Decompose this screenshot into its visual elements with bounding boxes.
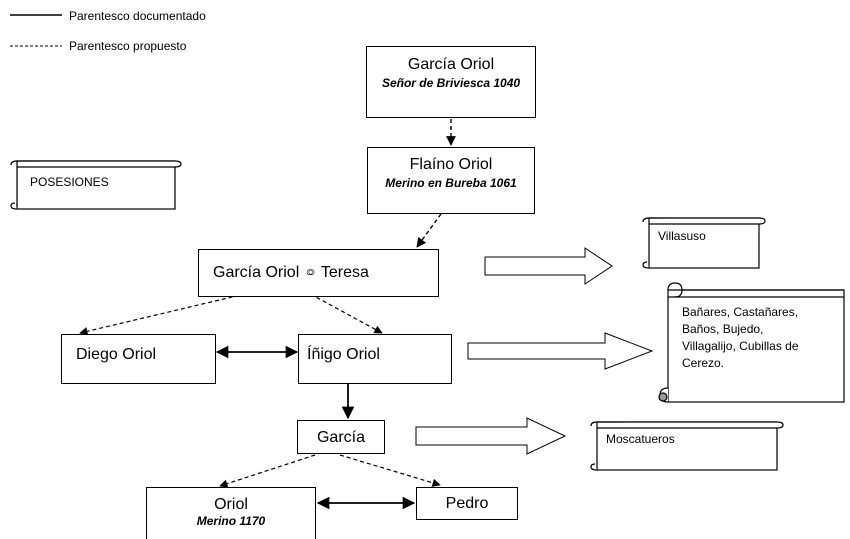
person-name: García Oriol — [407, 56, 495, 73]
legend-documented-label: Parentesco documentado — [69, 9, 206, 23]
possession-line: Baños, Bujedo, — [682, 322, 764, 336]
possession-line: Cerezo. — [682, 356, 725, 370]
person-title: Merino en Bureba 1061 — [385, 176, 517, 190]
spouse-name: Teresa — [320, 264, 369, 281]
person-box-oriol-merino: Oriol Merino 1170 — [146, 487, 316, 539]
legend-proposed-label: Parentesco propuesto — [69, 39, 187, 53]
possession-arrow-villasuso — [484, 247, 613, 285]
villasuso-scroll — [642, 217, 766, 269]
person-box-garcia: García — [297, 420, 385, 454]
possession-line: Villagalijo, Cubillas de — [682, 339, 799, 353]
person-name: Diego Oriol — [76, 346, 157, 363]
kinship-line-garcia-pedro — [339, 454, 441, 487]
possession-villasuso: Villasuso — [658, 229, 706, 243]
marriage-rings-icon: ○○ — [305, 264, 315, 279]
moscatueros-scroll — [590, 421, 784, 471]
possession-list-inigo: Bañares, Castañares, Baños, Bujedo, Vill… — [682, 304, 799, 372]
inigo-lands-scroll — [658, 282, 845, 403]
kinship-line-flaino-garcia2 — [416, 213, 442, 248]
person-name: García Oriol — [213, 264, 300, 281]
person-box-flaino-oriol: Flaíno Oriol Merino en Bureba 1061 — [367, 147, 535, 214]
person-name: Íñigo Oriol — [307, 346, 380, 363]
possession-line: Bañares, Castañares, — [682, 305, 799, 319]
possession-moscatueros: Moscatueros — [606, 432, 675, 446]
person-name: Oriol — [214, 496, 248, 513]
person-box-garcia-oriol-teresa: García Oriol ○○ Teresa — [198, 249, 439, 297]
person-box-garcia-oriol-senor: García Oriol Señor de Briviesca 1040 — [366, 46, 536, 118]
person-name: Flaíno Oriol — [409, 156, 493, 173]
person-box-diego-oriol: Diego Oriol — [61, 334, 216, 384]
person-name: García — [316, 429, 365, 446]
kinship-line-garcia-oriol — [219, 454, 316, 488]
person-title: Señor de Briviesca 1040 — [381, 76, 521, 90]
possessions-header-scroll — [10, 160, 182, 210]
possessions-header: POSESIONES — [30, 175, 109, 189]
possession-arrow-moscatueros — [415, 417, 567, 455]
person-name: Pedro — [445, 495, 489, 512]
person-box-inigo-oriol: Íñigo Oriol — [298, 334, 452, 384]
person-title: Merino 1170 — [196, 514, 266, 528]
person-box-pedro: Pedro — [416, 487, 518, 520]
possession-arrow-inigo-lands — [467, 332, 654, 370]
